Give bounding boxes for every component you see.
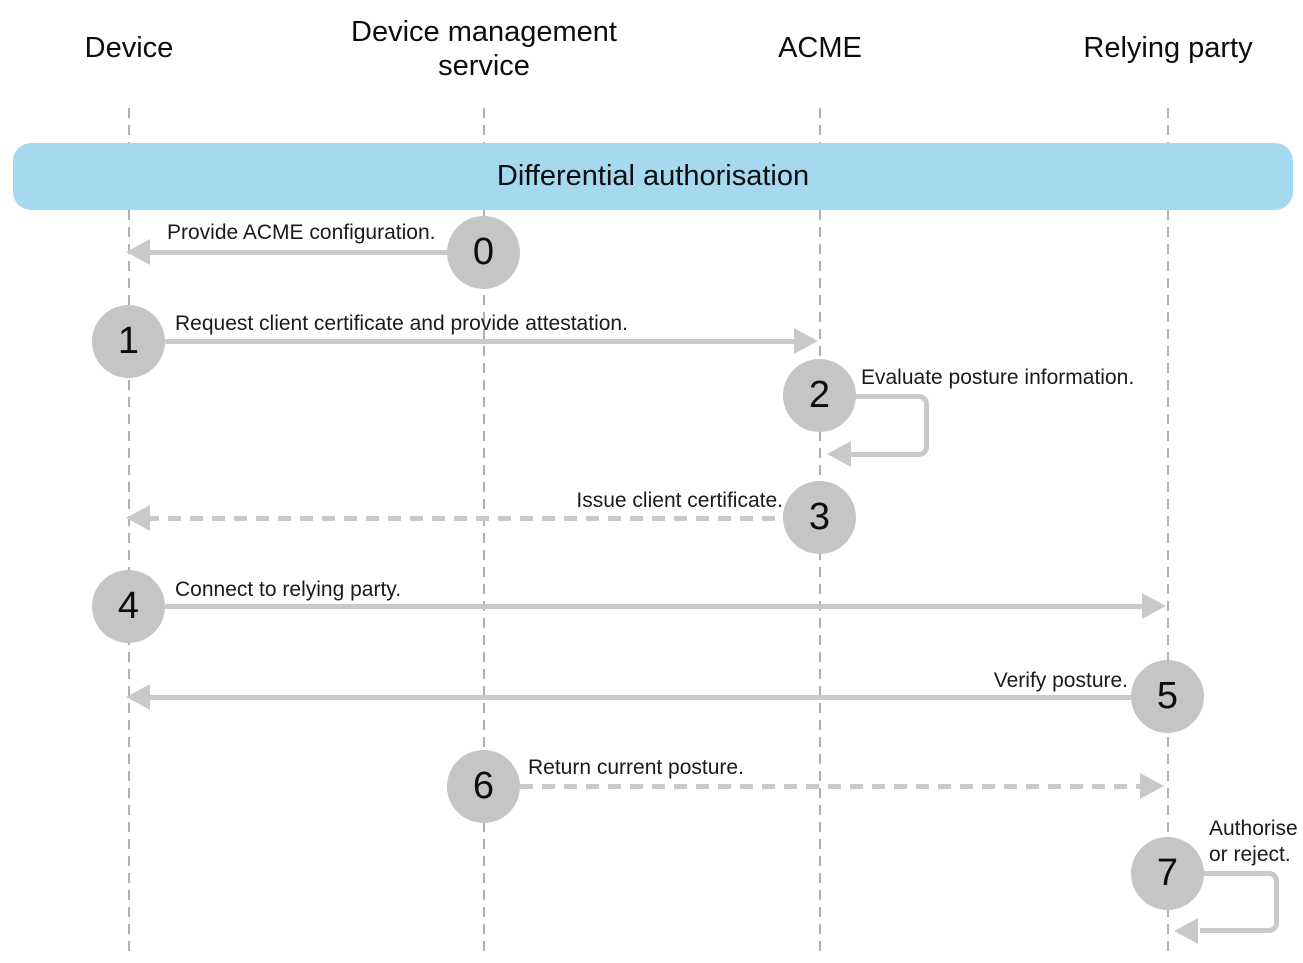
step-circle-4: 4 xyxy=(92,570,165,643)
arrowhead-left-step5 xyxy=(126,684,150,710)
dashed-arrow-line-step6 xyxy=(520,784,1141,789)
self-loop-step7 xyxy=(1200,871,1279,933)
message-label-step6: Return current posture. xyxy=(528,756,744,779)
dashed-arrow-line-step3 xyxy=(146,516,785,521)
arrowhead-left-step2 xyxy=(827,441,851,467)
step-circle-6: 6 xyxy=(447,750,520,823)
step-number-3: 3 xyxy=(808,496,831,538)
arrow-line-step4 xyxy=(165,604,1143,609)
step-circle-0: 0 xyxy=(447,216,520,289)
diagram-title-banner: Differential authorisation xyxy=(13,143,1293,210)
step-circle-7: 7 xyxy=(1131,837,1204,910)
arrowhead-right-step4 xyxy=(1142,593,1166,619)
self-loop-step2 xyxy=(851,394,929,457)
actor-label-acme: ACME xyxy=(778,32,862,64)
step-number-7: 7 xyxy=(1156,852,1179,894)
step-circle-3: 3 xyxy=(783,481,856,554)
step-number-4: 4 xyxy=(117,585,140,627)
step-number-0: 0 xyxy=(472,231,495,273)
step-number-5: 5 xyxy=(1156,675,1179,717)
actor-label-device-management-service: Device management service xyxy=(351,16,617,82)
arrowhead-right-step1 xyxy=(794,328,818,354)
lifeline-relying-party xyxy=(1167,108,1169,954)
step-circle-1: 1 xyxy=(92,305,165,378)
arrowhead-left-step3 xyxy=(126,505,150,531)
step-number-2: 2 xyxy=(808,374,831,416)
step-number-1: 1 xyxy=(117,320,140,362)
message-label-step4: Connect to relying party. xyxy=(175,578,402,601)
actor-label-device: Device xyxy=(84,32,174,64)
step-circle-2: 2 xyxy=(783,359,856,432)
lifeline-device xyxy=(128,108,130,954)
arrowhead-left-step0 xyxy=(126,239,150,265)
arrow-line-step1 xyxy=(165,339,795,344)
diagram-title: Differential authorisation xyxy=(496,160,810,192)
step-circle-5: 5 xyxy=(1131,660,1204,733)
arrow-line-step0 xyxy=(148,250,448,255)
message-label-step2: Evaluate posture information. xyxy=(861,366,1135,389)
message-label-step5: Verify posture. xyxy=(993,669,1128,692)
arrowhead-right-step6 xyxy=(1140,773,1164,799)
actor-label-relying-party: Relying party xyxy=(1083,32,1253,64)
message-label-step3: Issue client certificate. xyxy=(576,489,783,512)
arrow-line-step5 xyxy=(146,695,1132,700)
arrowhead-left-step7 xyxy=(1174,918,1198,944)
lifeline-device-management-service xyxy=(483,108,485,954)
message-label-step7: Authorise or reject. xyxy=(1209,817,1298,866)
step-number-6: 6 xyxy=(472,765,495,807)
message-label-step0: Provide ACME configuration. xyxy=(167,221,436,244)
message-label-step1: Request client certificate and provide a… xyxy=(175,312,628,335)
